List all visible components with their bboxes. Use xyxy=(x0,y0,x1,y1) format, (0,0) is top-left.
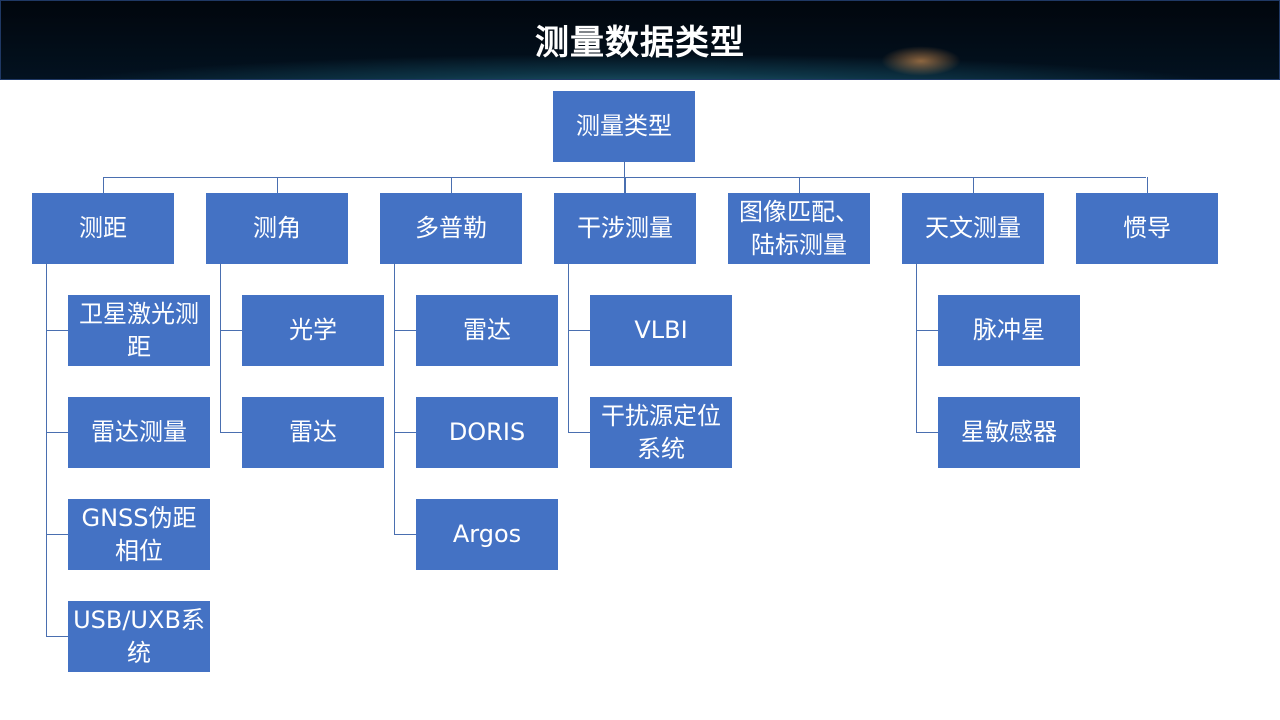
child-connector xyxy=(46,534,68,535)
child-node: USB/UXB系统 xyxy=(68,601,210,672)
group-node: 惯导 xyxy=(1076,193,1218,264)
group-connector xyxy=(799,177,800,193)
child-node: 光学 xyxy=(242,295,384,366)
child-connector xyxy=(916,432,938,433)
child-connector xyxy=(46,330,68,331)
child-spine xyxy=(394,263,395,534)
child-node: GNSS伪距相位 xyxy=(68,499,210,570)
title-banner: 测量数据类型 xyxy=(0,0,1280,80)
child-node: VLBI xyxy=(590,295,732,366)
root-node: 测量类型 xyxy=(553,91,695,162)
group-node: 干涉测量 xyxy=(554,193,696,264)
group-connector xyxy=(625,177,626,193)
child-connector xyxy=(394,432,416,433)
group-node: 多普勒 xyxy=(380,193,522,264)
page-title: 测量数据类型 xyxy=(535,23,745,63)
group-connector xyxy=(277,177,278,193)
child-spine xyxy=(46,263,47,636)
earth-horizon-glow xyxy=(881,46,961,76)
child-node: 干扰源定位系统 xyxy=(590,397,732,468)
child-connector xyxy=(916,330,938,331)
child-node: 星敏感器 xyxy=(938,397,1080,468)
child-node: DORIS xyxy=(416,397,558,468)
child-spine xyxy=(220,263,221,432)
group-connector xyxy=(103,177,104,193)
child-node: Argos xyxy=(416,499,558,570)
group-node: 天文测量 xyxy=(902,193,1044,264)
child-connector xyxy=(46,636,68,637)
child-connector xyxy=(568,330,590,331)
level1-bus xyxy=(103,177,1146,178)
child-node: 雷达 xyxy=(416,295,558,366)
child-connector xyxy=(220,330,242,331)
child-connector xyxy=(220,432,242,433)
group-connector xyxy=(973,177,974,193)
group-connector xyxy=(1147,177,1148,193)
child-connector xyxy=(568,432,590,433)
child-connector xyxy=(46,432,68,433)
child-node: 卫星激光测距 xyxy=(68,295,210,366)
group-node: 测距 xyxy=(32,193,174,264)
child-spine xyxy=(568,263,569,432)
group-node: 图像匹配、陆标测量 xyxy=(728,193,870,264)
child-node: 雷达 xyxy=(242,397,384,468)
child-connector xyxy=(394,330,416,331)
group-connector xyxy=(451,177,452,193)
child-node: 脉冲星 xyxy=(938,295,1080,366)
child-spine xyxy=(916,263,917,432)
child-connector xyxy=(394,534,416,535)
group-node: 测角 xyxy=(206,193,348,264)
child-node: 雷达测量 xyxy=(68,397,210,468)
